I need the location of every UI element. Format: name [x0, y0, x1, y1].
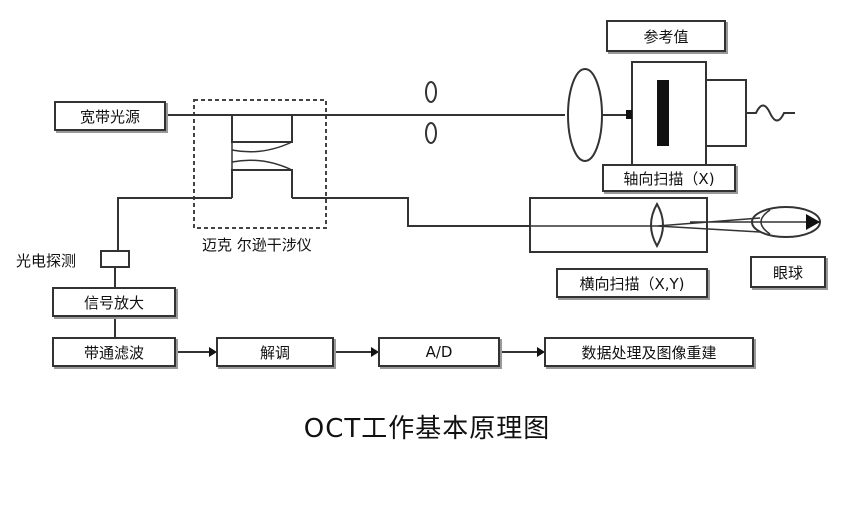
lens-small-top [425, 81, 437, 103]
eyeball-label: 眼球 [772, 263, 803, 282]
detector-path [117, 197, 232, 250]
broadband-source-label: 宽带光源 [79, 107, 140, 126]
adc-box: A/D [378, 337, 500, 367]
adc-label: A/D [425, 343, 453, 361]
broadband-source-box: 宽带光源 [54, 101, 166, 131]
transverse-scan-label: 横向扫描（X,Y) [579, 274, 685, 293]
demodulation-label: 解调 [259, 343, 290, 362]
reference-mirror [657, 80, 669, 146]
interferometer-frame [193, 99, 327, 229]
diagram-caption: OCT工作基本原理图 [303, 414, 551, 444]
reference-motor [705, 79, 747, 147]
arrow-adc [371, 347, 379, 357]
transverse-scan-box: 横向扫描（X,Y) [556, 268, 708, 298]
photodetector-label: 光电探测 [16, 252, 77, 270]
signal-amplify-box: 信号放大 [52, 287, 176, 317]
scan-beam [530, 217, 820, 233]
bandpass-filter-box: 带通滤波 [52, 337, 176, 367]
beam-splitter [231, 115, 293, 198]
arrow-processing [537, 347, 545, 357]
reference-marker [626, 110, 632, 119]
processing-box: 数据处理及图像重建 [544, 337, 754, 367]
axial-scan-box: 轴向扫描（X) [602, 164, 736, 192]
scan-lens [650, 201, 664, 249]
bandpass-filter-label: 带通滤波 [83, 343, 144, 362]
lens-small-bottom [425, 122, 437, 144]
photodetector-icon [100, 250, 130, 268]
axial-scan-label: 轴向扫描（X) [623, 169, 715, 188]
arrow-demod [209, 347, 217, 357]
eye-cornea [760, 209, 771, 235]
transverse-scanner [529, 197, 708, 253]
processing-label: 数据处理及图像重建 [581, 343, 717, 362]
demodulation-box: 解调 [216, 337, 334, 367]
reference-box: 参考值 [606, 20, 726, 52]
interferometer-label: 迈克 尔逊干涉仪 [202, 236, 312, 254]
reference-lens [567, 68, 603, 162]
sample-path [292, 197, 530, 227]
eyeball-box: 眼球 [750, 256, 826, 288]
reference-label: 参考值 [643, 27, 689, 46]
beam-splitter-inner [231, 141, 293, 171]
drive-wave [746, 104, 795, 122]
signal-amplify-label: 信号放大 [83, 293, 144, 312]
eye-pointer [806, 214, 820, 230]
